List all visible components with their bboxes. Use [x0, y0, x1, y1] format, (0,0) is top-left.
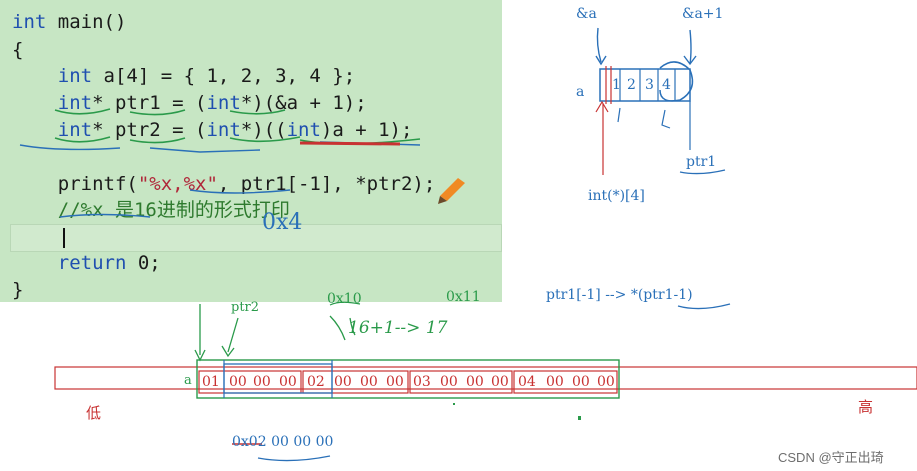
array-cell-2: 2: [627, 77, 636, 93]
array-box: [599, 68, 691, 102]
result-value: 0x02 00 00 00: [232, 434, 334, 450]
mem-byte: 04: [518, 374, 536, 390]
label-0x10: 0x10: [327, 291, 362, 307]
mem-byte: 03: [413, 374, 431, 390]
code-line-3: int a[4] = { 1, 2, 3, 4 };: [57, 65, 356, 87]
low-address-label: 低: [86, 404, 102, 422]
code-underline-red: [299, 141, 401, 146]
mem-byte: 00: [491, 374, 509, 390]
label-0x11: 0x11: [446, 289, 481, 305]
code-line-4: int* ptr1 = (int*)(&a + 1);: [57, 92, 367, 114]
conversion-note: 16+1--> 17: [348, 318, 448, 338]
label-array-a: a: [576, 84, 585, 100]
current-line-highlight: [10, 224, 502, 252]
code-line-7: printf("%x,%x", ptr1[-1], *ptr2);: [12, 173, 436, 195]
code-line-5: int* ptr2 = (int*)((int)a + 1);: [57, 119, 413, 141]
watermark: CSDN @守正出琦: [778, 450, 884, 465]
label-type: int(*)[4]: [588, 188, 645, 204]
memory-label-a: a: [184, 373, 192, 388]
array-cell-1: 1: [612, 77, 621, 93]
mem-byte: 00: [229, 374, 247, 390]
code-line-10: return 0;: [57, 252, 161, 274]
mem-byte: 01: [202, 374, 220, 390]
code-underline-ptr2: [54, 136, 421, 145]
code-line-11: }: [12, 279, 24, 301]
mem-byte: 00: [386, 374, 404, 390]
mem-byte: 00: [466, 374, 484, 390]
code-line-2: {: [12, 39, 24, 61]
ptr1-expression: ptr1[-1] --> *(ptr1-1): [546, 287, 693, 303]
mem-byte: 00: [253, 374, 271, 390]
label-addr-a: &a: [576, 6, 597, 22]
memory-strip: [54, 366, 917, 390]
mem-byte: 00: [360, 374, 378, 390]
mem-byte: 02: [307, 374, 325, 390]
pencil-icon: [438, 178, 465, 204]
mem-byte: 00: [572, 374, 590, 390]
code-underline-printf: [59, 189, 291, 218]
array-region-outline: [196, 359, 620, 399]
label-ptr2: ptr2: [231, 300, 260, 315]
mem-byte: 00: [597, 374, 615, 390]
label-addr-a-plus-1: &a+1: [682, 6, 724, 22]
handwritten-note: 0x4: [262, 210, 303, 235]
mem-byte: 00: [546, 374, 564, 390]
mem-byte: 00: [279, 374, 297, 390]
mem-byte: 00: [440, 374, 458, 390]
label-ptr1: ptr1: [686, 154, 717, 170]
mem-byte: 00: [334, 374, 352, 390]
text-caret: [63, 228, 65, 248]
array-cell-3: 3: [645, 77, 654, 93]
array-cell-4: 4: [662, 77, 671, 93]
code-line-1: int main(): [12, 11, 127, 33]
code-underline-ptr1: [54, 108, 286, 116]
high-address-label: 高: [858, 398, 874, 416]
